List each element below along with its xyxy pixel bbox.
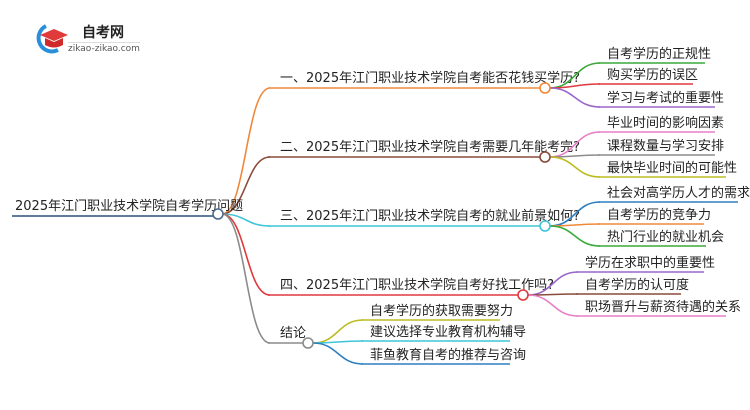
- root-label[interactable]: 2025年江门职业技术学院自考学历问题: [15, 198, 243, 214]
- leaf-label[interactable]: 自考学历的正规性: [607, 46, 711, 62]
- branch-label-2[interactable]: 二、2025年江门职业技术学院自考需要几年能考完?: [280, 139, 580, 155]
- root-node-toggle[interactable]: [212, 208, 224, 220]
- leaf-label[interactable]: 热门行业的就业机会: [607, 229, 724, 245]
- leaf-connector: [549, 156, 601, 178]
- branch-label-5[interactable]: 结论: [280, 326, 306, 341]
- leaf-label[interactable]: 自考学历的竞争力: [607, 207, 711, 223]
- leaf-connector: [549, 87, 601, 108]
- branch-node-toggle[interactable]: [517, 289, 529, 301]
- leaf-label[interactable]: 学习与考试的重要性: [607, 90, 724, 106]
- leaf-connector: [527, 294, 579, 317]
- branch-connector: [221, 156, 271, 215]
- branch-node-toggle[interactable]: [539, 151, 551, 163]
- leaf-label[interactable]: 学历在求职中的重要性: [585, 255, 715, 271]
- leaf-label[interactable]: 菲鱼教育自考的推荐与咨询: [370, 347, 526, 363]
- leaf-label[interactable]: 自考学历的获取需要努力: [370, 303, 513, 319]
- leaf-label[interactable]: 职场晋升与薪资待遇的关系: [585, 299, 741, 315]
- leaf-connector: [312, 342, 364, 365]
- graduation-cap-icon: [36, 24, 68, 54]
- leaf-label[interactable]: 建议选择专业教育机构辅导: [370, 324, 526, 340]
- logo: 自考网 zikao-zikao.com: [32, 22, 142, 54]
- branch-connector: [221, 87, 271, 215]
- leaf-connector: [312, 319, 364, 344]
- branch-label-1[interactable]: 一、2025年江门职业技术学院自考能否花钱买学历?: [280, 70, 580, 86]
- branch-node-toggle[interactable]: [539, 220, 551, 232]
- branch-connector: [221, 213, 271, 296]
- branch-node-toggle[interactable]: [539, 82, 551, 94]
- leaf-label[interactable]: 购买学历的误区: [607, 67, 698, 83]
- logo-title: 自考网: [82, 25, 124, 41]
- leaf-label[interactable]: 毕业时间的影响因素: [607, 115, 724, 131]
- leaf-connector: [549, 225, 601, 247]
- branch-node-toggle[interactable]: [302, 337, 314, 349]
- logo-url: zikao-zikao.com: [68, 42, 140, 54]
- branch-label-3[interactable]: 三、2025年江门职业技术学院自考的就业前景如何?: [280, 208, 580, 224]
- branch-connector: [221, 213, 271, 227]
- branch-label-4[interactable]: 四、2025年江门职业技术学院自考好找工作吗?: [280, 277, 554, 293]
- leaf-label[interactable]: 社会对高学历人才的需求: [607, 185, 750, 201]
- branch-connector: [221, 213, 271, 344]
- leaf-label[interactable]: 课程数量与学习安排: [607, 138, 724, 154]
- leaf-label[interactable]: 最快毕业时间的可能性: [607, 160, 737, 176]
- leaf-label[interactable]: 自考学历的认可度: [585, 277, 689, 293]
